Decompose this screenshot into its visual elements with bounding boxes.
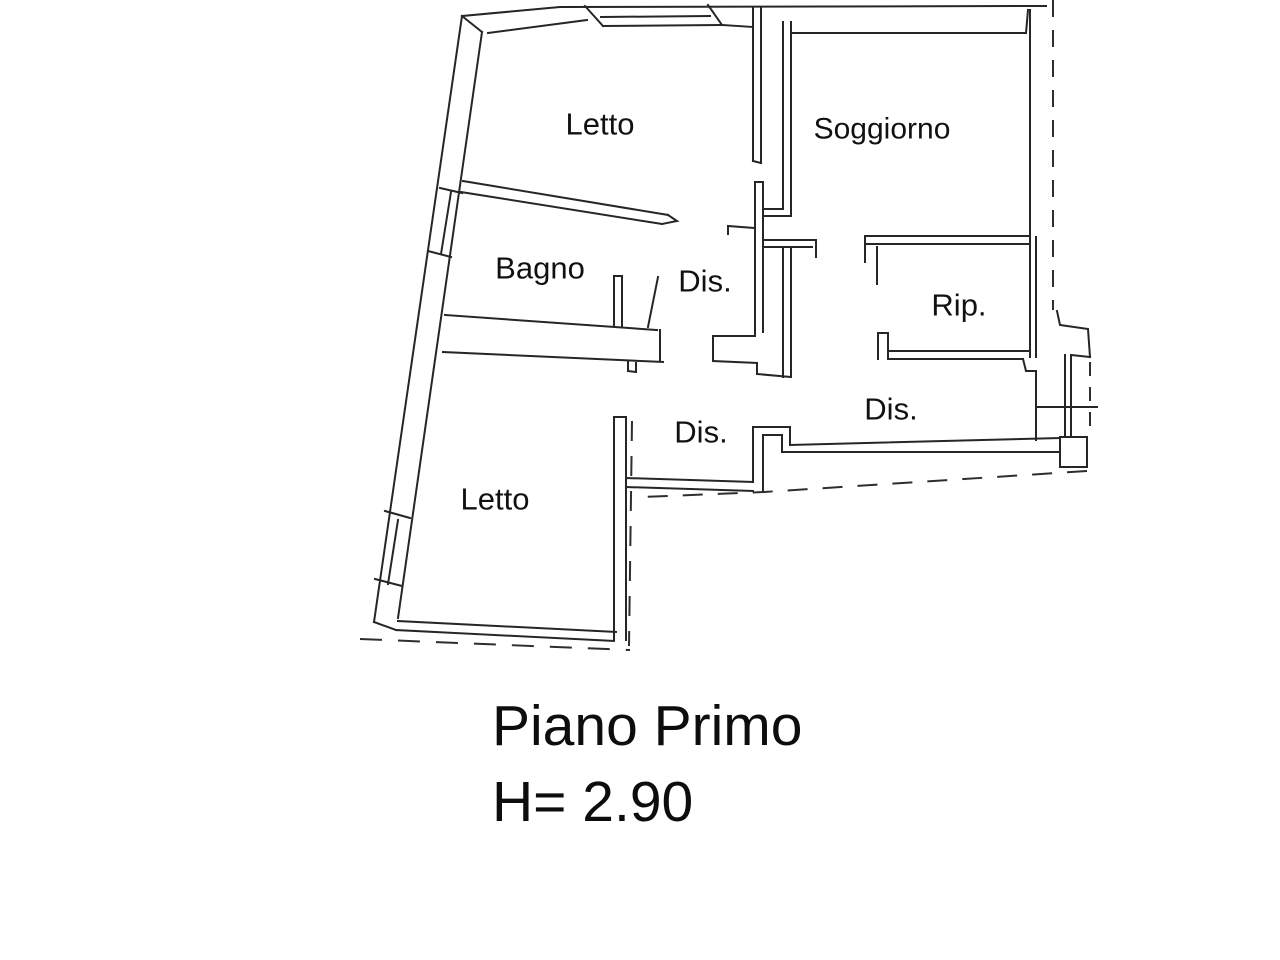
room-label-letto-top: Letto [566,107,635,142]
wall-line [459,190,664,226]
room-label-letto-bottom: Letto [461,482,530,517]
wall-line [396,30,484,620]
room-label-dis-lower: Dis. [674,415,727,450]
wall-line [601,23,722,28]
wall-line [599,14,712,19]
boundary-dashed-line [628,420,633,647]
wall-line [583,4,605,28]
wall-line [460,14,484,34]
wall-line [438,186,464,195]
wall-line [426,249,453,259]
boundary-dashed-line [359,638,631,651]
wall-line [372,14,464,624]
room-label-dis-upper: Dis. [678,264,731,299]
wall-line [626,369,638,374]
wall-line [1059,436,1088,468]
wall-line [788,436,1062,447]
wall-line [460,4,1048,18]
room-label-soggiorno: Soggiorno [814,113,951,146]
wall-line [1024,8,1030,35]
caption-height-value: H= 2.90 [492,770,694,834]
wall-line [486,18,589,35]
wall-line [624,476,755,484]
wall-line [461,179,670,217]
wall-line [441,350,665,364]
wall-line [624,485,755,493]
wall-line [706,3,724,27]
wall-line [386,518,400,586]
room-label-bagno: Bagno [495,251,585,286]
boundary-dashed-line [642,470,1088,498]
wall-line [1021,357,1037,372]
wall-line [396,619,618,634]
wall-line [720,23,755,29]
wall-line [755,372,793,379]
wall-line [727,224,757,235]
wall-line [372,620,398,632]
wall-line [383,509,412,520]
plan-caption: Piano Primo H= 2.90 [492,688,802,840]
wall-line [439,190,453,256]
wall-line [394,628,616,643]
wall-line [711,359,759,365]
wall-line [1069,353,1092,359]
wall-line [751,159,763,165]
wall-line [1055,309,1092,359]
wall-line [443,313,659,332]
caption-floor-name: Piano Primo [492,694,803,758]
wall-line [646,275,660,329]
room-label-dis-right: Dis. [864,392,917,427]
room-label-rip: Rip. [931,288,986,323]
wall-line [660,213,680,226]
